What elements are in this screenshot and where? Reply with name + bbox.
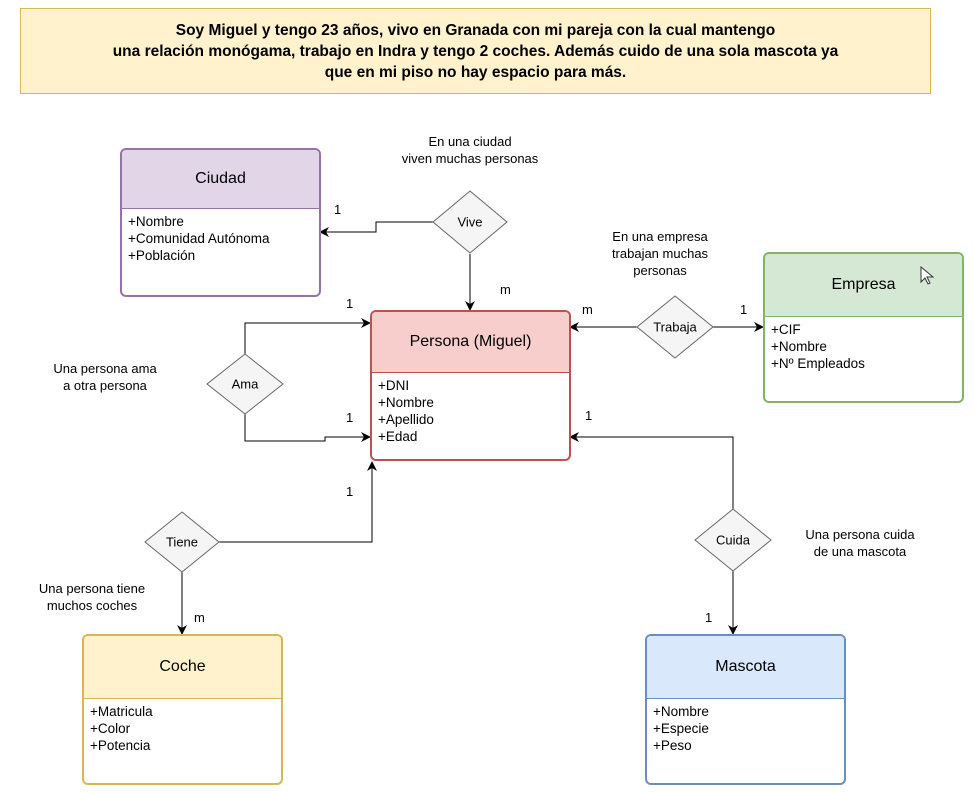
attr: +Matricula (90, 704, 153, 719)
entity-ciudad[interactable]: Ciudad +Nombre +Comunidad Autónoma +Pobl… (120, 148, 321, 297)
entity-coche-attrs: +Matricula +Color +Potencia (84, 699, 281, 758)
card-trabaja-empresa: 1 (740, 302, 748, 317)
note-vive: En una ciudad viven muchas personas (370, 133, 570, 167)
attr: +Apellido (378, 412, 434, 427)
attr: +Comunidad Autónoma (128, 231, 270, 246)
card-vive-persona: m (500, 282, 511, 297)
entity-ciudad-attrs: +Nombre +Comunidad Autónoma +Población (122, 209, 319, 268)
entity-mascota-title: Mascota (647, 636, 844, 699)
entity-mascota[interactable]: Mascota +Nombre +Especie +Peso (645, 634, 846, 785)
attr: +Potencia (90, 738, 151, 753)
relation-cuida-label: Cuida (716, 532, 750, 548)
card-tiene-persona: 1 (346, 484, 354, 499)
note-line: En una empresa (612, 229, 708, 244)
entity-ciudad-title: Ciudad (122, 150, 319, 209)
relation-vive-label: Vive (457, 214, 483, 230)
relation-tiene-label: Tiene (165, 534, 199, 550)
note-line: Una persona ama (53, 361, 157, 376)
attr: +Población (128, 248, 196, 263)
attr: +Nombre (378, 395, 434, 410)
entity-persona-title: Persona (Miguel) (372, 312, 569, 373)
relation-cuida-diamond[interactable] (694, 508, 772, 572)
relation-ama-label: Ama (231, 376, 259, 392)
attr: +Edad (378, 429, 418, 444)
edge-vive-ciudad (319, 221, 433, 237)
attr: +DNI (378, 378, 410, 393)
description-banner: Soy Miguel y tengo 23 años, vivo en Gran… (20, 8, 931, 94)
entity-persona-attrs: +DNI +Nombre +Apellido +Edad (372, 373, 569, 449)
entity-coche-title: Coche (84, 636, 281, 699)
banner-line-3: que en mi piso no hay espacio para más. (324, 63, 627, 81)
entity-empresa-attrs: +CIF +Nombre +Nº Empleados (765, 317, 962, 376)
entity-persona[interactable]: Persona (Miguel) +DNI +Nombre +Apellido … (370, 310, 571, 461)
edge-ama-top (244, 318, 371, 354)
card-vive-ciudad: 1 (334, 202, 342, 217)
note-line: a otra persona (63, 378, 147, 393)
card-ama-top: 1 (346, 296, 354, 311)
note-line: Una persona tiene (38, 581, 146, 596)
card-cuida-mascota: 1 (705, 610, 713, 625)
attr: +Nombre (653, 704, 709, 719)
note-cuida: Una persona cuida de una mascota (790, 526, 930, 560)
note-line: Una persona cuida (805, 527, 915, 542)
entity-coche[interactable]: Coche +Matricula +Color +Potencia (82, 634, 283, 785)
banner-line-1: Soy Miguel y tengo 23 años, vivo en Gran… (175, 21, 776, 39)
card-tiene-coche: m (194, 610, 205, 625)
attr: +Color (90, 721, 131, 736)
note-tiene: Una persona tiene muchos coches (27, 580, 157, 614)
attr: +Nombre (128, 214, 184, 229)
entity-mascota-attrs: +Nombre +Especie +Peso (647, 699, 844, 758)
relation-ama-diamond[interactable] (206, 353, 284, 415)
note-ama: Una persona ama a otra persona (45, 360, 165, 394)
attr: +Nº Empleados (771, 356, 865, 371)
attr: +CIF (771, 322, 801, 337)
card-trabaja-persona: m (582, 302, 593, 317)
edge-ama-bottom (244, 414, 371, 442)
edge-tiene-persona (217, 461, 377, 543)
attr: +Especie (653, 721, 709, 736)
note-line: de una mascota (813, 544, 907, 559)
card-ama-bottom: 1 (346, 410, 354, 425)
note-line: En una ciudad (428, 134, 512, 149)
card-cuida-persona: 1 (585, 408, 593, 423)
entity-empresa-title: Empresa (765, 254, 962, 317)
edge-cuida-persona (569, 432, 734, 509)
banner-line-2: una relación monógama, trabajo en Indra … (112, 42, 839, 60)
relation-vive-diamond[interactable] (432, 190, 508, 254)
relation-tiene-diamond[interactable] (144, 511, 220, 573)
attr: +Nombre (771, 339, 827, 354)
relation-trabaja-label: Trabaja (653, 319, 697, 335)
note-line: personas (633, 263, 687, 278)
attr: +Peso (653, 738, 692, 753)
note-line: viven muchas personas (401, 151, 539, 166)
note-line: muchos coches (46, 598, 138, 613)
mouse-pointer-icon (920, 266, 935, 285)
relation-trabaja-diamond[interactable] (636, 295, 714, 359)
note-trabaja: En una empresa trabajan muchas personas (590, 228, 730, 279)
note-line: trabajan muchas (611, 246, 709, 261)
